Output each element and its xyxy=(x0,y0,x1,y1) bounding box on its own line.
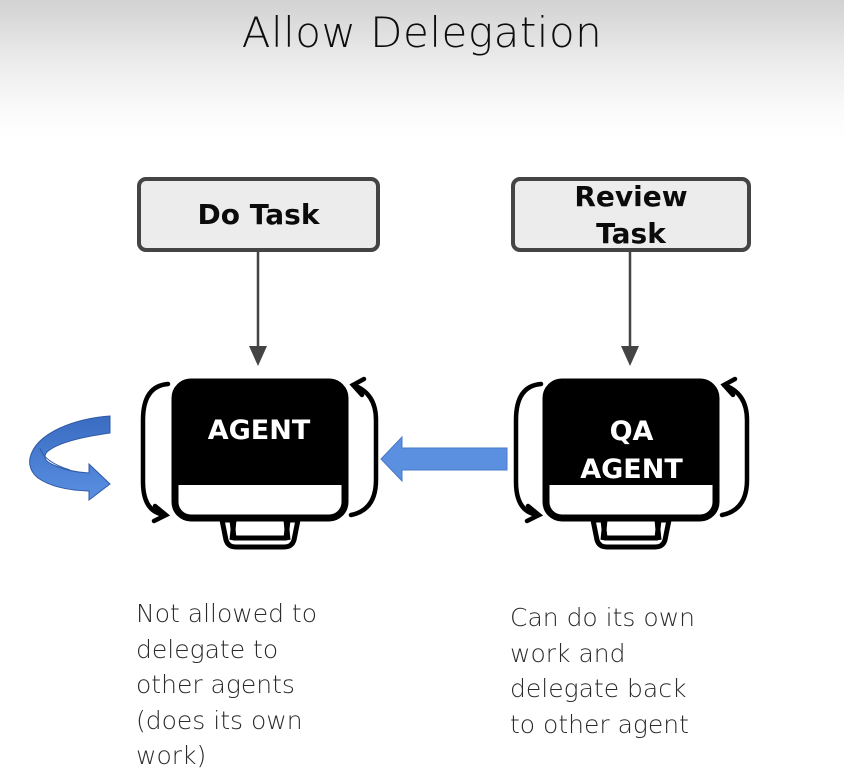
connector-do-task-to-agent xyxy=(249,252,267,366)
self-loop-arrow-icon xyxy=(29,415,111,502)
agent-monitor-icon xyxy=(171,378,349,550)
qa-agent-label-line-1: QA xyxy=(609,416,654,447)
page-title: Allow Delegation xyxy=(241,8,603,57)
do-task-label: Do Task xyxy=(197,198,320,231)
agent-label: AGENT xyxy=(207,415,311,446)
agent-description: Not allowed to delegate to other agents … xyxy=(136,599,317,770)
connector-arrowhead-icon xyxy=(249,346,267,366)
connector-review-task-to-qa-agent xyxy=(621,252,639,366)
review-task-label-line-1: Review xyxy=(574,179,688,213)
qa-agent-description: Can do its own work and delegate back to… xyxy=(510,603,695,739)
qa-agent-label-line-2: AGENT xyxy=(580,454,683,485)
do-task-box: Do Task xyxy=(137,177,380,252)
qa-agent-cycle-arrows-icon xyxy=(513,376,750,524)
agent-cycle-arrows-icon xyxy=(140,376,379,524)
qa-agent-label: QA AGENT xyxy=(545,413,718,489)
qa-agent-monitor-icon xyxy=(542,378,720,550)
delegation-arrow-icon xyxy=(380,435,508,483)
connector-arrowhead-icon xyxy=(621,346,639,366)
review-task-box: Review Task xyxy=(511,177,751,252)
review-task-label-line-2: Task xyxy=(596,216,666,250)
